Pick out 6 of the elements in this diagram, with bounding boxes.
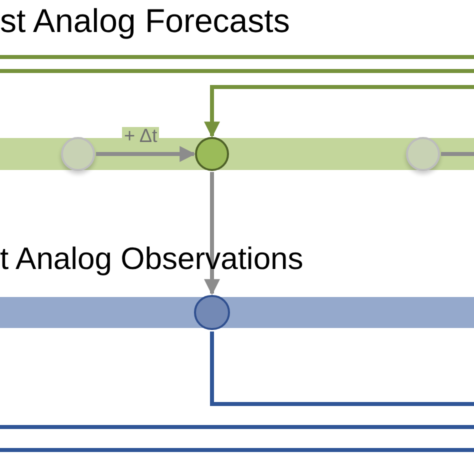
arrow — [204, 85, 474, 138]
arrow — [96, 146, 196, 162]
timeline-band — [0, 297, 474, 328]
section-heading: st Analog Forecasts — [0, 1, 290, 41]
arrow — [204, 172, 220, 296]
section-heading: t Analog Observations — [0, 240, 304, 278]
